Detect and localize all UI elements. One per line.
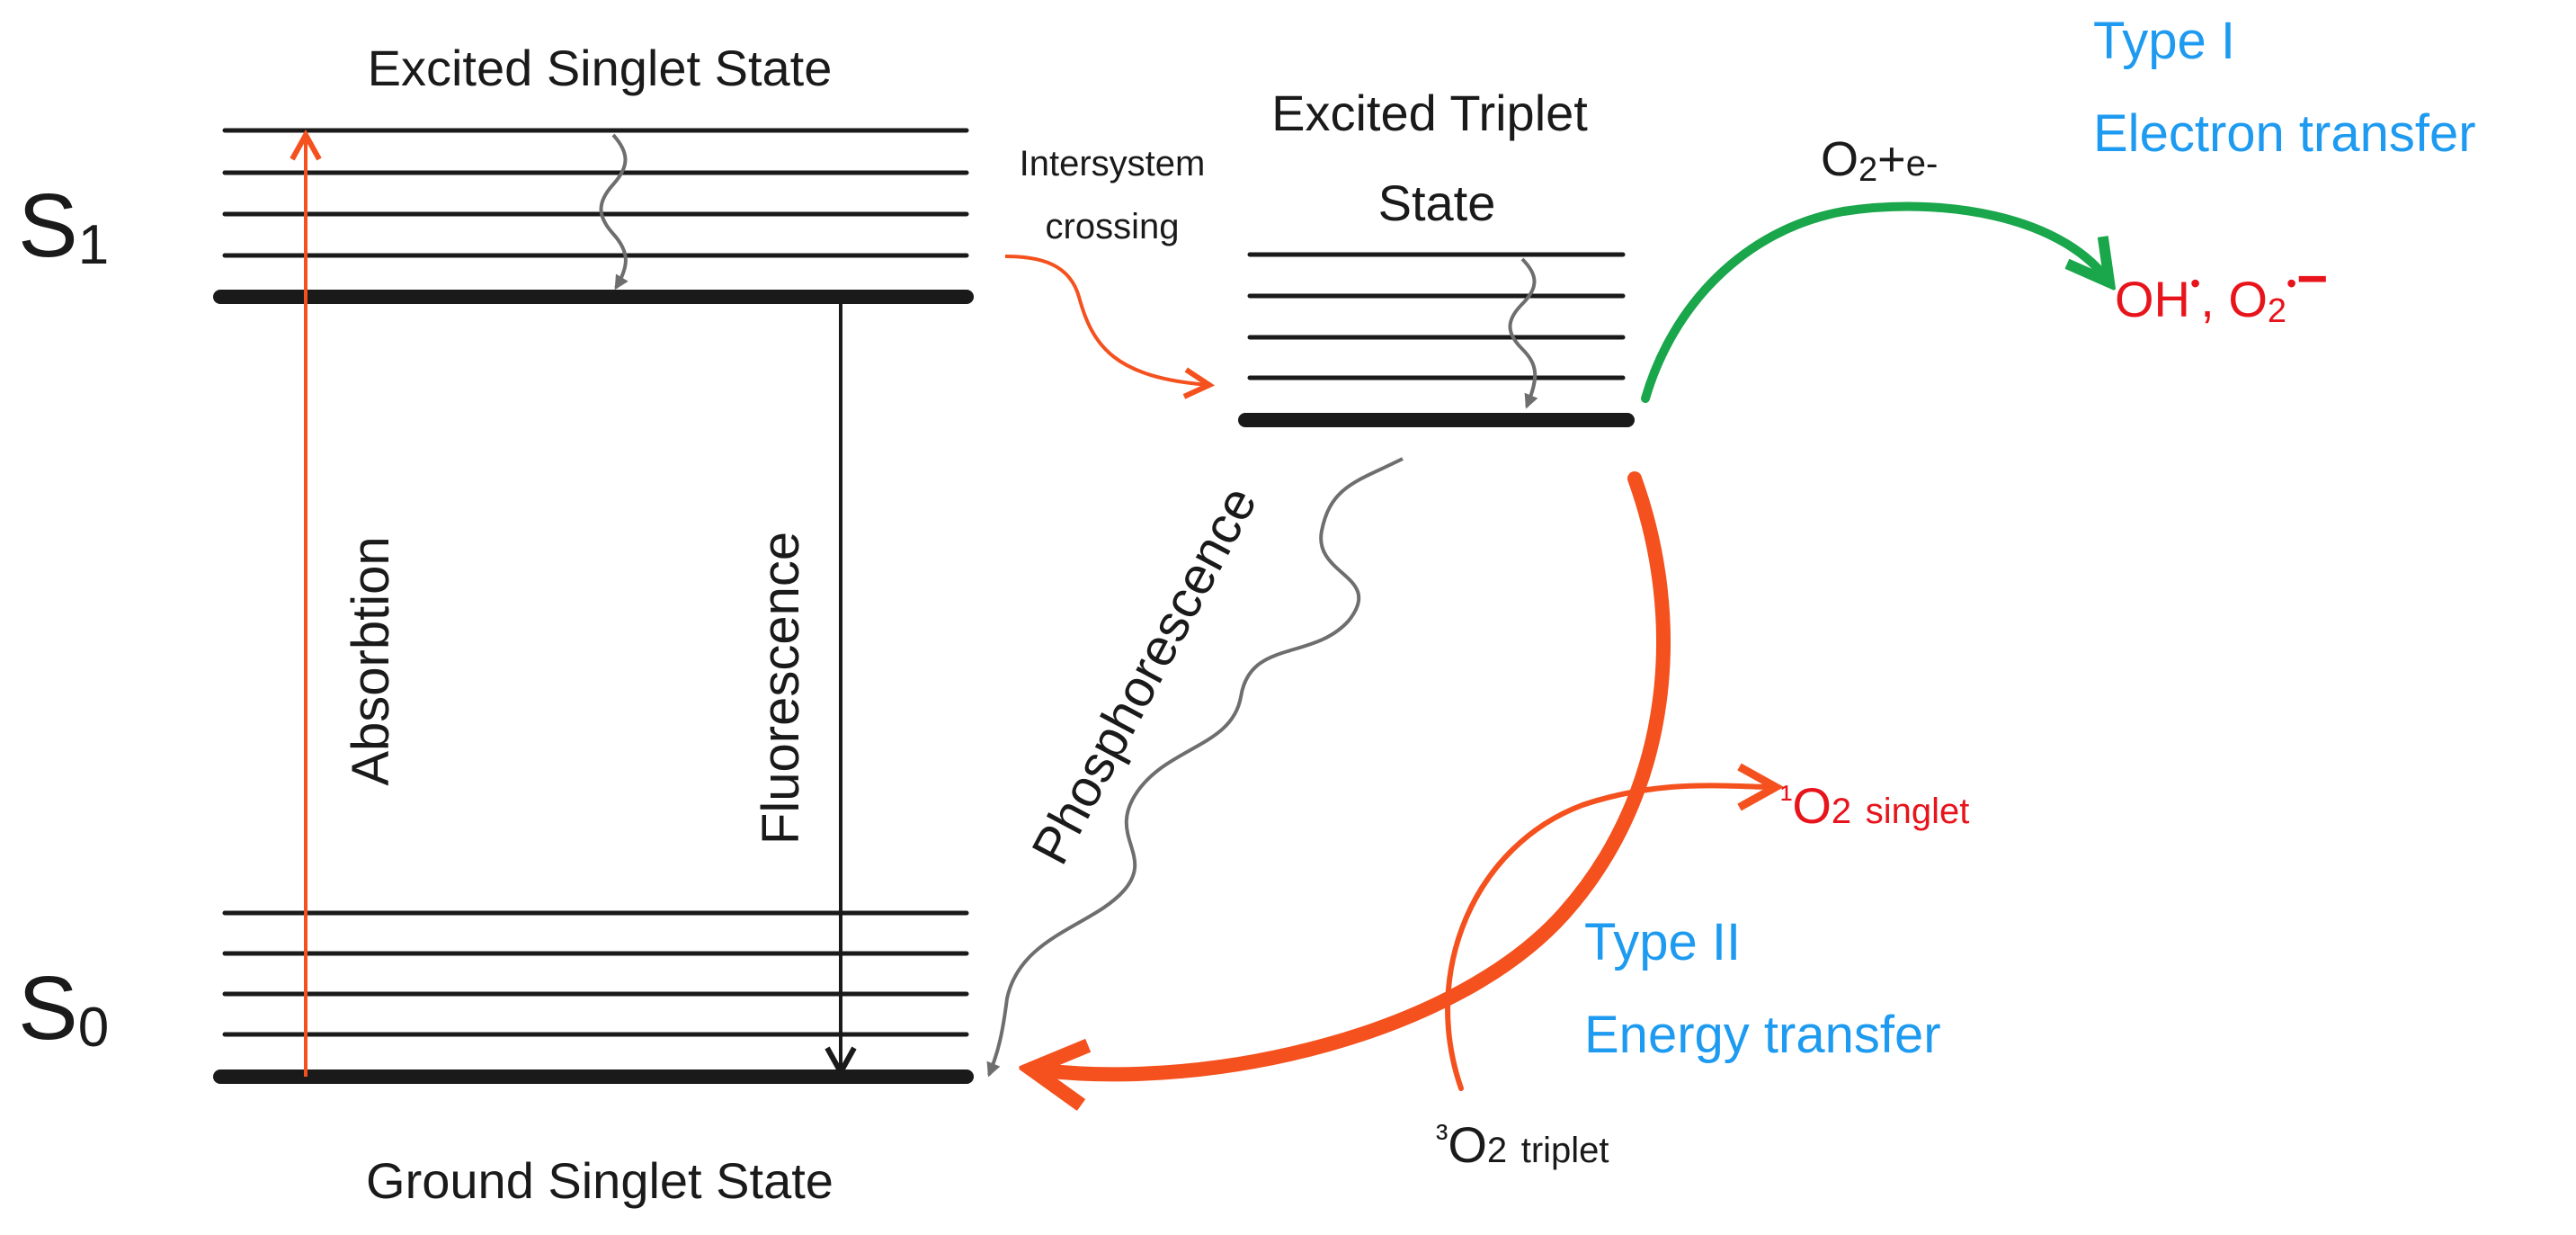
type1-products-label: OH•, O2•− [2115,248,2328,330]
excited-singlet-state-label: Excited Singlet State [368,40,833,96]
singlet-oxygen-label: ¹O2 singlet [1780,777,1969,834]
type1-electron-transfer-arrow [1641,201,2107,403]
type2-title: Type II [1584,913,1741,971]
type1-title: Type I [2093,12,2235,70]
phosphorescence-arrow [986,457,1404,1078]
energy-transfer-return-arrow [1043,471,1671,1074]
triplet-oxygen-label: ³O2 triplet [1436,1116,1609,1173]
type2-oxygen-arrow [1445,785,1776,1091]
intersystem-crossing-label-2: crossing [1046,207,1180,246]
type1-reactant-label: O2+e- [1821,132,1938,189]
excited-triplet-state-label-2: State [1378,175,1496,231]
phosphorescence-label: Phosphorescence [1021,478,1268,873]
intersystem-crossing-label: Intersystem [1020,144,1206,183]
intersystem-crossing-arrow [1004,255,1209,385]
type1-subtitle: Electron transfer [2093,104,2476,163]
wavy-arrow-icon [1508,257,1538,409]
type2-subtitle: Energy transfer [1584,1006,1941,1064]
fluorescence-label: Fluorescence [752,532,810,845]
excited-singlet-levels [213,128,974,304]
wavy-arrow-icon [599,133,628,291]
excited-triplet-state-label: Excited Triplet [1271,85,1588,141]
excited-triplet-levels [1238,252,1635,427]
s0-label: S0 [18,958,109,1059]
ground-singlet-levels [213,910,974,1084]
absorption-label: Absorbtion [342,536,400,785]
s1-label: S1 [18,175,109,276]
ground-singlet-state-label: Ground Singlet State [366,1152,833,1209]
